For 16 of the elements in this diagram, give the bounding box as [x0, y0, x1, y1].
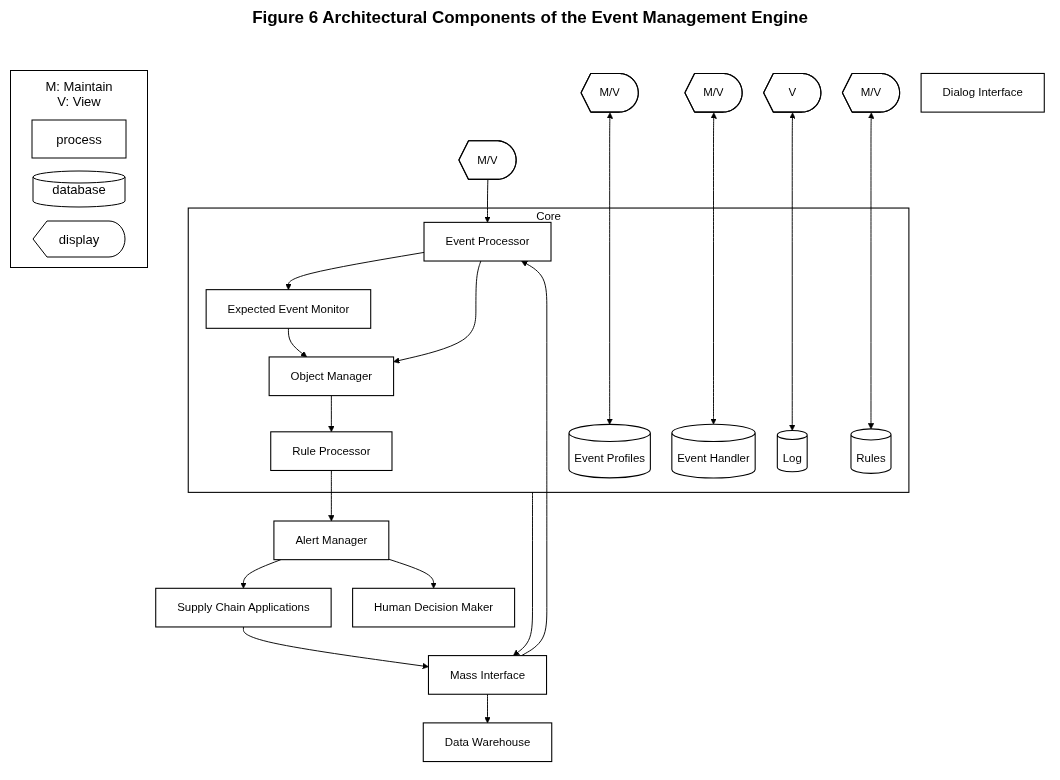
node-box: Mass Interface	[427, 655, 548, 695]
node-box: Expected Event Monitor	[205, 289, 372, 329]
note-text: M: Maintain	[44, 79, 114, 94]
node-box: Supply Chain Applications	[155, 587, 332, 628]
note-text: V: View	[56, 94, 102, 109]
legend-text: database	[52, 181, 106, 197]
node-box: Data Warehouse	[422, 722, 553, 763]
node-box: Alert Manager	[273, 520, 390, 561]
legend-text: display	[58, 231, 100, 247]
node-box: Event Processor	[423, 221, 552, 262]
diagram-title: Figure 6 Architectural Components of the Event Management Engine	[251, 8, 809, 28]
node-box: Rule Processor	[270, 431, 393, 471]
node-box: Human Decision Maker	[352, 587, 516, 628]
node-box: Dialog Interface	[920, 72, 1045, 113]
legend-text: process	[56, 131, 102, 147]
node-box: Object Manager	[268, 356, 395, 397]
